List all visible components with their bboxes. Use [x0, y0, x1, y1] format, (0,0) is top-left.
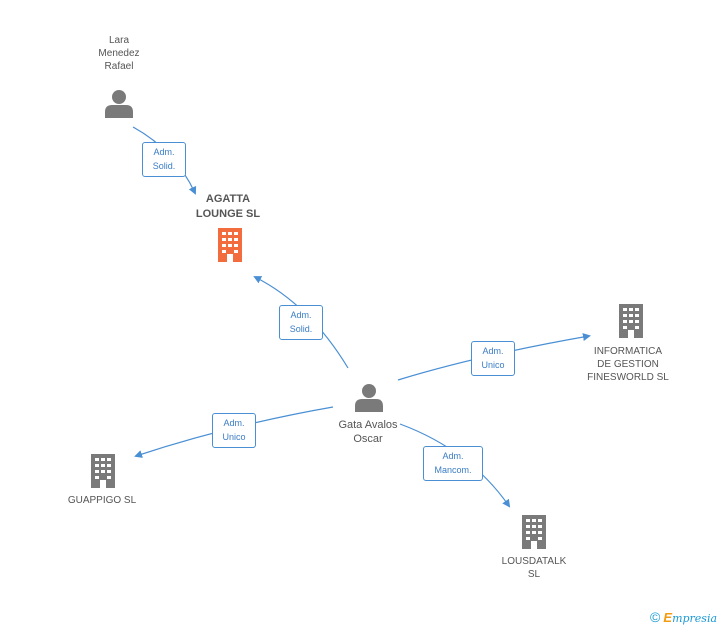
- company-label-lousdatalk[interactable]: LOUSDATALK SL: [501, 556, 567, 580]
- building-icon[interactable]: [88, 454, 118, 488]
- edge-badge-gata-informatica[interactable]: Adm. Unico: [471, 341, 515, 376]
- person-icon[interactable]: [104, 88, 134, 118]
- edge-badge-gata-guappigo[interactable]: Adm. Unico: [212, 413, 256, 448]
- brand-name: mpresia: [672, 612, 718, 625]
- person-label-lara[interactable]: Lara Menedez Rafael: [98, 35, 140, 72]
- copyright-icon: ©: [650, 609, 661, 625]
- footer-brand: © Empresia: [650, 609, 717, 625]
- edge-badge-lara-agatta[interactable]: Adm. Solid.: [142, 142, 186, 177]
- edge-badge-gata-lousdatalk[interactable]: Adm. Mancom.: [423, 446, 483, 481]
- building-icon[interactable]: [215, 228, 245, 262]
- company-label-guappigo[interactable]: GUAPPIGO SL: [67, 495, 137, 506]
- company-label-agatta[interactable]: AGATTA LOUNGE SL: [195, 193, 261, 220]
- building-icon[interactable]: [519, 515, 549, 549]
- person-label-gata[interactable]: Gata Avalos Oscar: [338, 419, 398, 445]
- person-icon[interactable]: [354, 382, 384, 412]
- company-label-informatica[interactable]: INFORMATICA DE GESTION FINESWORLD SL: [587, 346, 669, 383]
- edge-badge-gata-agatta[interactable]: Adm. Solid.: [279, 305, 323, 340]
- brand-initial: E: [663, 610, 673, 625]
- building-icon[interactable]: [616, 304, 646, 338]
